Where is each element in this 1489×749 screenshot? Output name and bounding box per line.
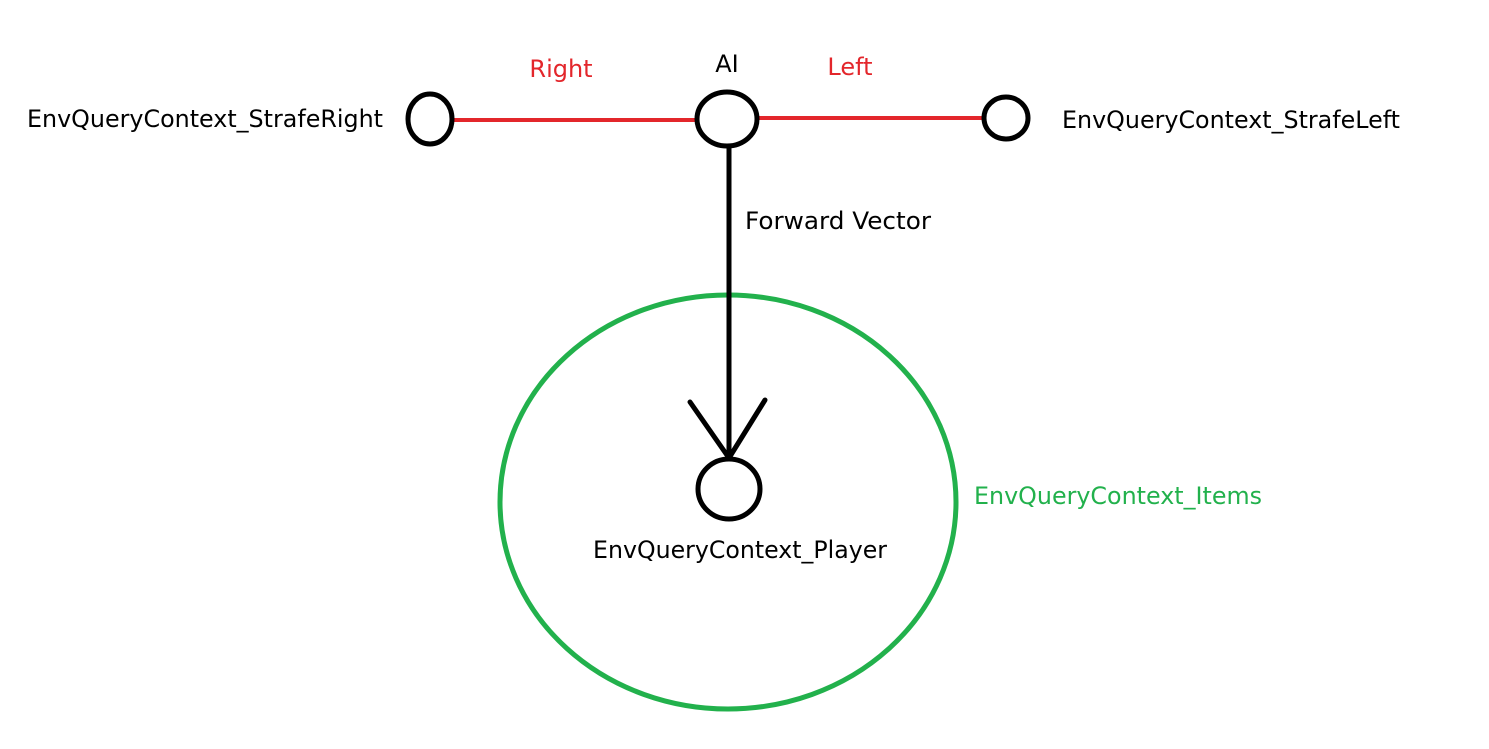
player-node <box>695 456 763 522</box>
forward-vector-label: Forward Vector <box>745 207 931 235</box>
strafe-right-node <box>405 91 455 147</box>
right-edge-label: Right <box>529 55 592 83</box>
ai-label: AI <box>715 50 739 78</box>
player-label: EnvQueryContext_Player <box>593 536 887 564</box>
strafe-left-label: EnvQueryContext_StrafeLeft <box>1062 106 1400 134</box>
strafe-right-label: EnvQueryContext_StrafeRight <box>27 105 383 133</box>
ai-node <box>694 89 760 149</box>
items-region-label: EnvQueryContext_Items <box>974 482 1262 510</box>
left-edge-label: Left <box>827 53 872 81</box>
strafe-left-node <box>981 94 1031 142</box>
